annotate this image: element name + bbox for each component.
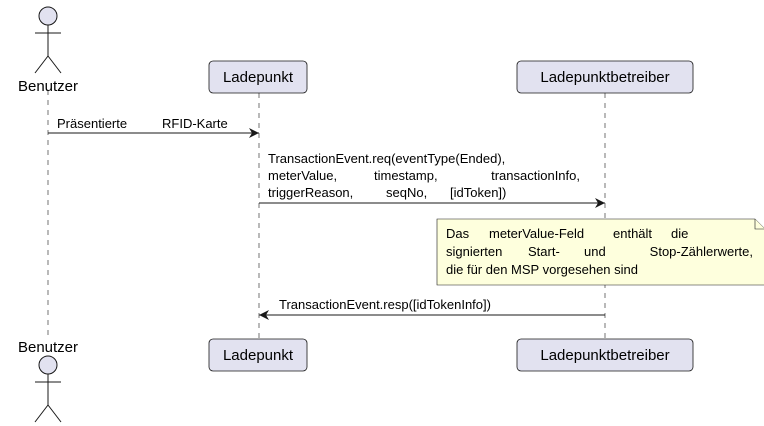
actor-icon (34, 355, 62, 423)
message-word: TransactionEvent.req(eventType(Ended), (268, 151, 505, 166)
message-transactionevent-resp: TransactionEvent.resp([idTokenInfo]) (259, 297, 605, 320)
message-label: Präsentierte RFID-Karte (57, 116, 228, 131)
message-word: triggerReason, (268, 185, 353, 200)
message-label-line: triggerReason, seqNo, [idToken]) (268, 185, 506, 200)
participant-box (208, 60, 308, 94)
message-label: TransactionEvent.resp([idTokenInfo]) (279, 297, 491, 312)
message-transactionevent-req: TransactionEvent.req(eventType(Ended), m… (259, 151, 605, 208)
message-word: [idToken]) (450, 185, 506, 200)
message-label-line: TransactionEvent.req(eventType(Ended), (268, 151, 505, 166)
note-word: Das (446, 226, 470, 241)
note-word: enthält (613, 226, 652, 241)
participant-label: Ladepunktbetreiber (540, 69, 669, 86)
participant-label: Ladepunkt (223, 347, 294, 364)
note-word: die für den MSP vorgesehen sind (446, 262, 638, 277)
actor-benutzer-bottom: Benutzer (18, 339, 78, 423)
note: Das meterValue-Feld enthält die signiert… (436, 218, 764, 286)
participant-betreiber-top: Ladepunktbetreiber (516, 60, 694, 94)
message-word: TransactionEvent.resp([idTokenInfo]) (279, 297, 491, 312)
actor-benutzer-top: Benutzer (18, 6, 78, 95)
participant-label: Benutzer (18, 339, 78, 356)
participant-box (516, 60, 694, 94)
message-word: timestamp, (374, 168, 438, 183)
note-word: Stop-Zählerwerte, (650, 244, 753, 259)
participant-label: Benutzer (18, 78, 78, 95)
note-line: Das meterValue-Feld enthält die (446, 226, 688, 241)
note-word: und (584, 244, 606, 259)
message-word: RFID-Karte (162, 116, 228, 131)
message-praesentierte-rfid-karte: Präsentierte RFID-Karte (48, 116, 259, 138)
participant-ladepunkt-top: Ladepunkt (208, 60, 308, 94)
participant-label: Ladepunktbetreiber (540, 347, 669, 364)
note-line: die für den MSP vorgesehen sind (446, 262, 638, 277)
note-word: Start- (528, 244, 560, 259)
participant-box (516, 338, 694, 372)
note-box (436, 218, 764, 286)
participant-label: Ladepunkt (223, 69, 294, 86)
participant-ladepunkt-bottom: Ladepunkt (208, 338, 308, 372)
actor-icon (34, 6, 62, 74)
note-word: meterValue-Feld (489, 226, 584, 241)
note-fold (754, 219, 764, 230)
note-word: signierten (446, 244, 502, 259)
participant-box (208, 338, 308, 372)
participant-betreiber-bottom: Ladepunktbetreiber (516, 338, 694, 372)
note-word: die (671, 226, 688, 241)
note-line: signierten Start- und Stop-Zählerwerte, (446, 244, 753, 259)
message-word: Präsentierte (57, 116, 127, 131)
message-word: seqNo, (386, 185, 427, 200)
message-word: transactionInfo, (491, 168, 580, 183)
message-word: meterValue, (268, 168, 337, 183)
message-label-line: meterValue, timestamp, transactionInfo, (268, 168, 580, 183)
